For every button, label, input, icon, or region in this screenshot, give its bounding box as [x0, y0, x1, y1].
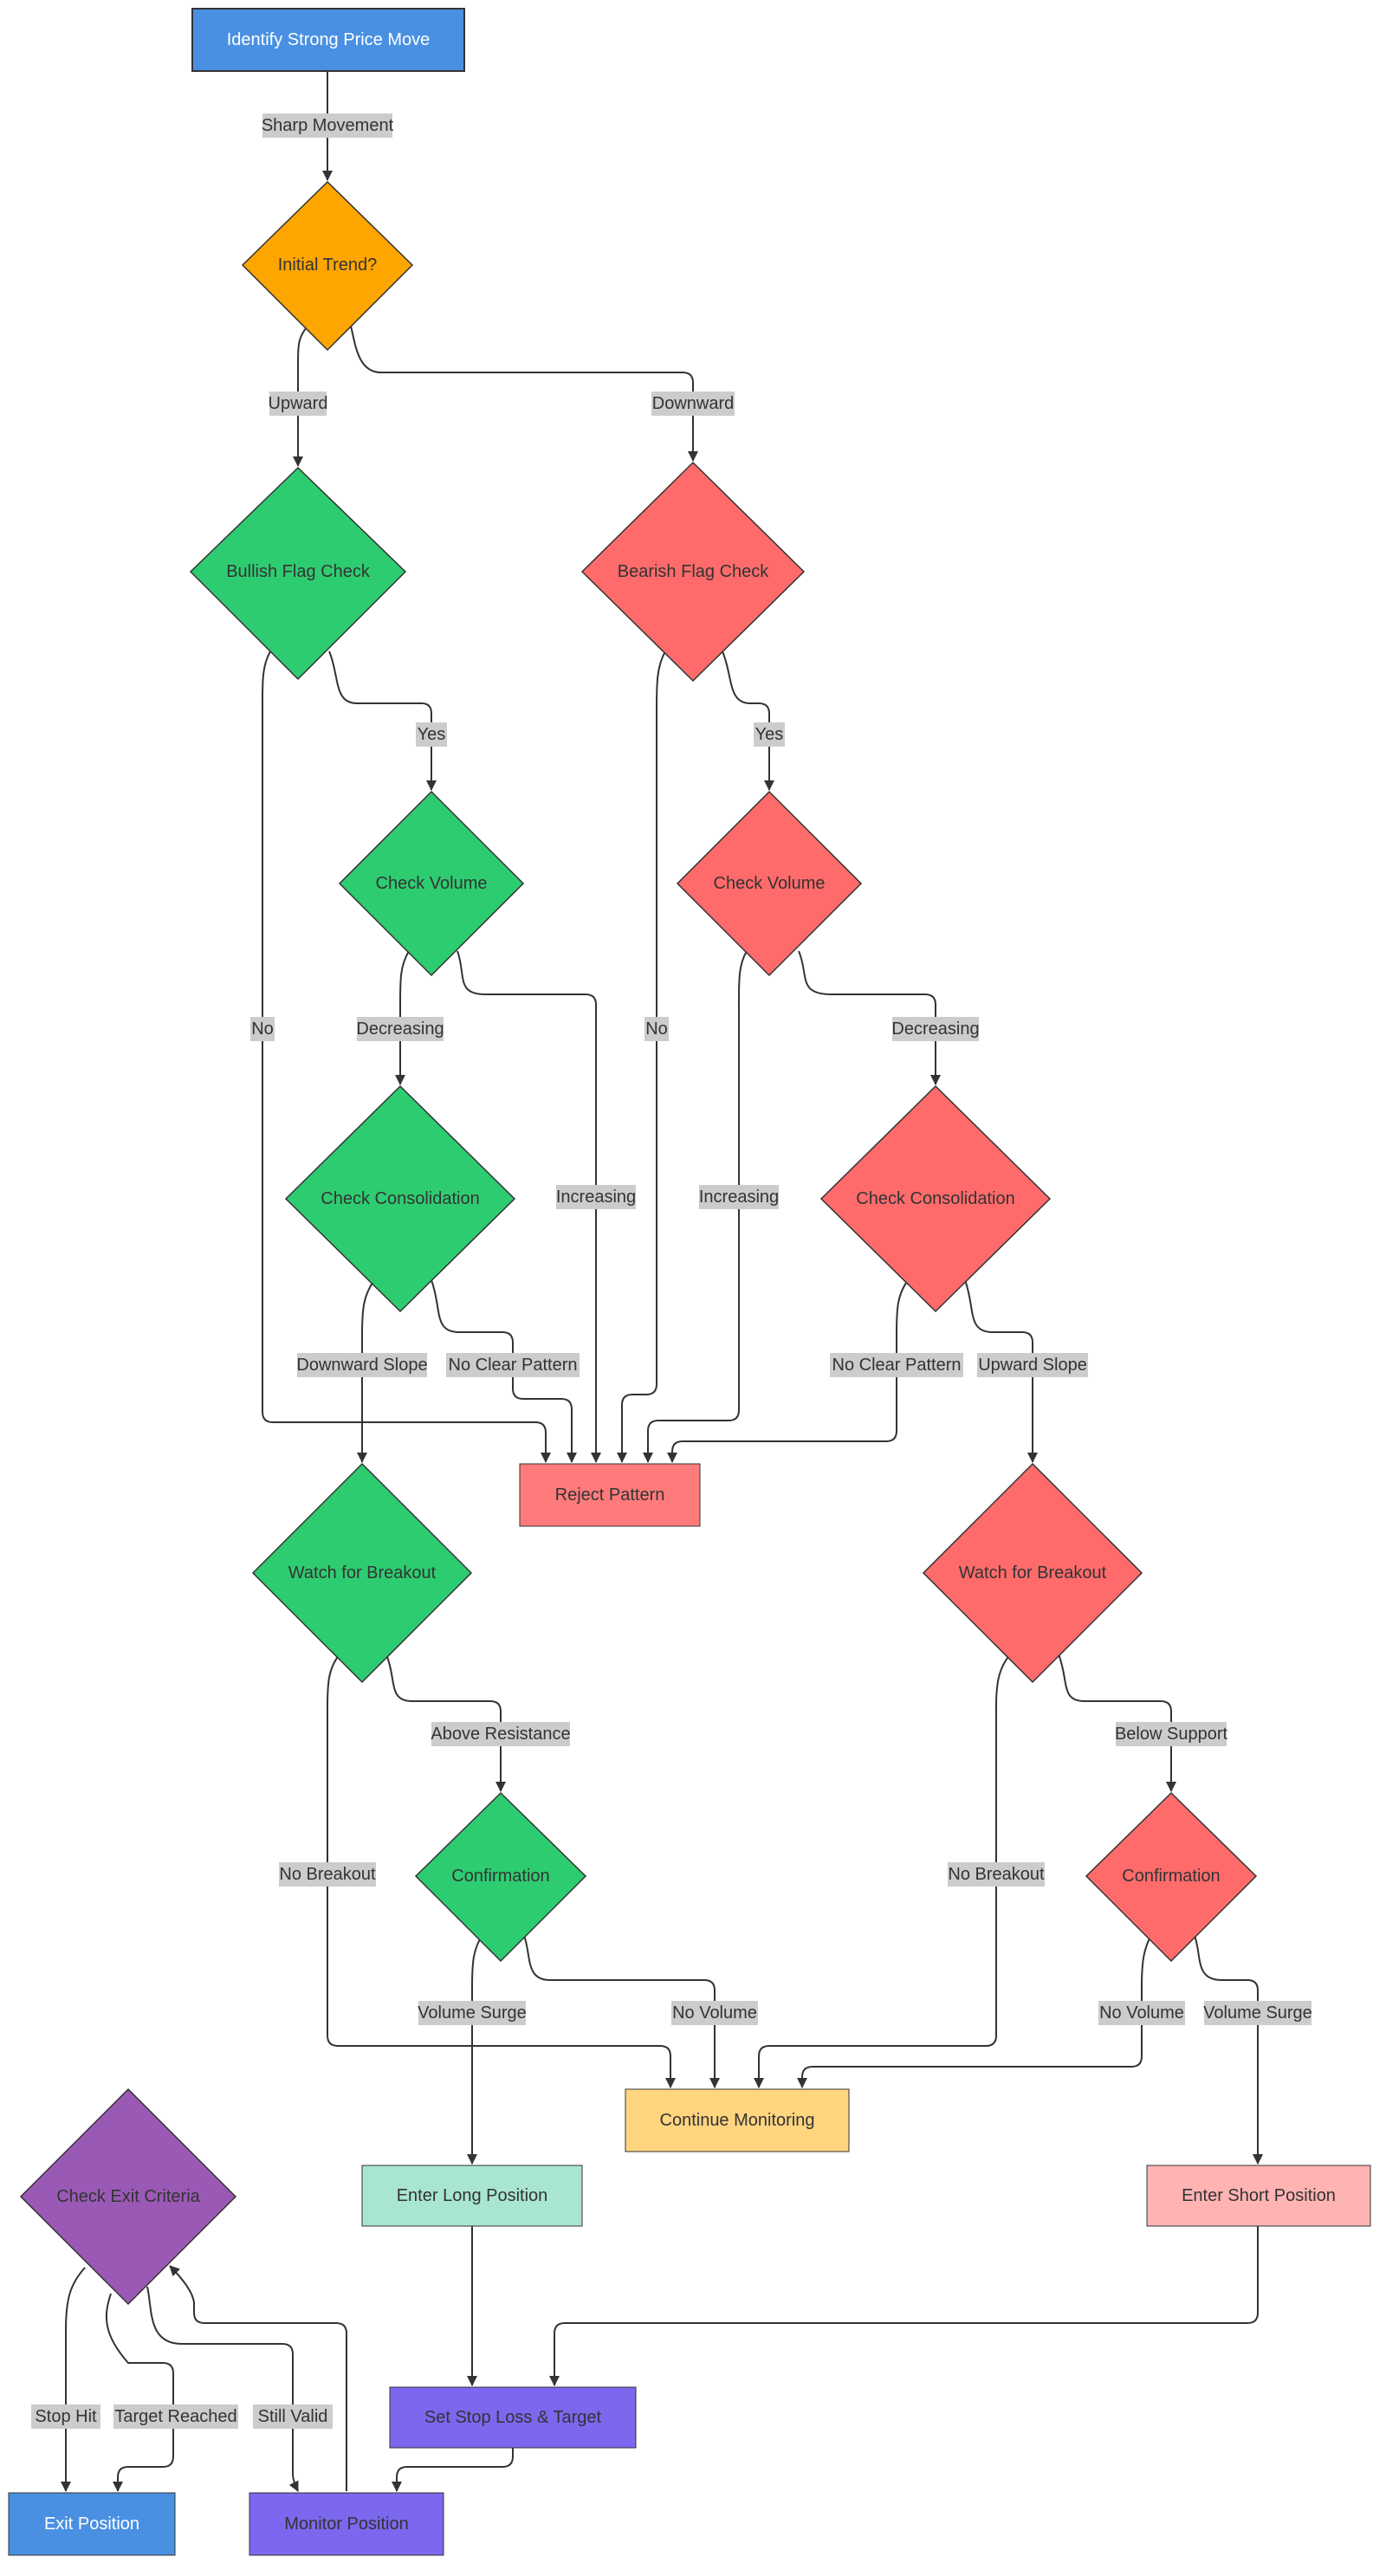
node-check-exit-criteria: Check Exit Criteria — [19, 2087, 237, 2306]
nodes: Identify Strong Price Move Initial Trend… — [8, 8, 1371, 2556]
edge-bull-breakout-to-monitoring — [327, 1654, 676, 2088]
svg-text:Initial Trend?: Initial Trend? — [278, 256, 378, 275]
svg-text:Exit Position: Exit Position — [44, 2515, 139, 2534]
edge-bear-volume-to-consolidation — [798, 950, 941, 1085]
edge-monitor-to-check-exit — [169, 2265, 347, 2491]
node-bear-watch-breakout: Watch for Breakout — [922, 1462, 1143, 1684]
edge-label-still-valid: Still Valid — [258, 2407, 328, 2426]
edge-bear-confirmation-to-monitoring — [797, 1932, 1153, 2088]
edge-bear-consolidation-to-breakout — [964, 1279, 1038, 1463]
edge-labels: Sharp Movement Upward Downward Yes Yes N… — [31, 113, 1312, 2429]
edge-label-bear-increasing: Increasing — [699, 1188, 779, 1207]
edge-label-bull-no-volume: No Volume — [672, 2003, 757, 2023]
edge-bull-consolidation-to-breakout — [357, 1279, 375, 1463]
node-enter-short: Enter Short Position — [1146, 2165, 1371, 2227]
edge-label-above-resistance: Above Resistance — [431, 1725, 570, 1744]
svg-text:Check Consolidation: Check Consolidation — [321, 1189, 479, 1208]
edges — [61, 71, 1263, 2492]
edge-bear-breakout-to-monitoring — [754, 1654, 1011, 2088]
edge-label-bull-decreasing: Decreasing — [356, 1019, 444, 1039]
node-enter-long: Enter Long Position — [361, 2165, 583, 2227]
edge-label-bull-increasing: Increasing — [556, 1188, 636, 1207]
edge-label-bear-upward-slope: Upward Slope — [978, 1356, 1087, 1375]
node-monitor-position: Monitor Position — [249, 2492, 444, 2556]
edge-label-sharp-movement: Sharp Movement — [262, 116, 394, 135]
node-bearish-flag-check: Bearish Flag Check — [580, 461, 806, 683]
svg-text:Enter Short Position: Enter Short Position — [1182, 2186, 1336, 2205]
edge-short-to-stop-loss — [549, 2226, 1259, 2386]
edge-label-bull-no-clear-pattern: No Clear Pattern — [449, 1356, 578, 1375]
svg-text:Monitor Position: Monitor Position — [284, 2515, 408, 2534]
svg-text:Reject Pattern: Reject Pattern — [555, 1485, 665, 1505]
svg-text:Check Exit Criteria: Check Exit Criteria — [56, 2187, 200, 2206]
edge-label-bull-downward-slope: Downward Slope — [296, 1356, 427, 1375]
edge-label-upward: Upward — [269, 394, 328, 413]
svg-text:Check Consolidation: Check Consolidation — [856, 1189, 1014, 1208]
edge-label-bull-no-breakout: No Breakout — [279, 1865, 376, 1884]
edge-label-bear-yes: Yes — [755, 725, 784, 744]
edge-label-bear-no-breakout: No Breakout — [948, 1865, 1045, 1884]
svg-text:Continue Monitoring: Continue Monitoring — [660, 2111, 815, 2130]
edge-bearish-to-volume — [722, 650, 774, 791]
svg-text:Identify Strong Price Move: Identify Strong Price Move — [227, 30, 431, 49]
edge-initial-trend-to-bearish — [349, 321, 698, 462]
edge-label-bear-no: No — [645, 1019, 668, 1039]
edge-stop-loss-to-monitor — [392, 2448, 514, 2492]
node-set-stop-loss: Set Stop Loss & Target — [389, 2386, 637, 2449]
edge-bearish-to-reject — [617, 650, 666, 1463]
edge-bullish-to-reject — [261, 650, 551, 1463]
svg-text:Check Volume: Check Volume — [376, 874, 488, 893]
node-reject-pattern: Reject Pattern — [519, 1463, 701, 1527]
node-continue-monitoring: Continue Monitoring — [625, 2088, 850, 2152]
svg-text:Set Stop Loss & Target: Set Stop Loss & Target — [424, 2408, 602, 2427]
edge-label-downward: Downward — [652, 394, 734, 413]
edge-label-bear-decreasing: Decreasing — [891, 1019, 979, 1039]
edge-label-below-support: Below Support — [1115, 1725, 1228, 1744]
node-bear-check-consolidation: Check Consolidation — [819, 1084, 1052, 1313]
edge-bear-consolidation-to-reject — [667, 1279, 909, 1463]
node-exit-position: Exit Position — [8, 2492, 176, 2556]
node-bull-check-volume: Check Volume — [338, 790, 525, 977]
node-bear-check-volume: Check Volume — [676, 790, 863, 977]
node-bull-watch-breakout: Watch for Breakout — [251, 1462, 473, 1684]
edge-bull-consolidation-to-reject — [431, 1279, 577, 1463]
node-bear-confirmation: Confirmation — [1085, 1791, 1258, 1963]
edge-bear-volume-to-reject — [643, 950, 748, 1463]
edge-initial-trend-to-bullish — [293, 327, 308, 467]
edge-bullish-to-volume — [328, 650, 437, 791]
edge-label-bull-no: No — [251, 1019, 274, 1039]
edge-label-stop-hit: Stop Hit — [35, 2407, 97, 2426]
edge-label-bear-no-clear-pattern: No Clear Pattern — [832, 1356, 962, 1375]
edge-bull-breakout-to-confirmation — [385, 1654, 506, 1792]
node-bullish-flag-check: Bullish Flag Check — [189, 466, 407, 681]
svg-text:Watch for Breakout: Watch for Breakout — [288, 1563, 437, 1582]
edge-bull-confirmation-to-long — [467, 1932, 484, 2165]
svg-text:Enter Long Position: Enter Long Position — [397, 2186, 548, 2205]
svg-text:Bullish Flag Check: Bullish Flag Check — [226, 562, 371, 581]
edge-bear-confirmation-to-short — [1193, 1932, 1263, 2165]
edge-check-exit-to-exit-target — [105, 2293, 174, 2492]
svg-text:Watch for Breakout: Watch for Breakout — [959, 1563, 1107, 1582]
node-start: Identify Strong Price Move — [191, 8, 465, 72]
edge-check-exit-to-monitor — [146, 2286, 299, 2492]
node-initial-trend: Initial Trend? — [241, 180, 414, 352]
svg-text:Check Volume: Check Volume — [714, 874, 826, 893]
edge-check-exit-to-exit-stop — [61, 2267, 86, 2492]
node-bull-confirmation: Confirmation — [414, 1791, 587, 1963]
svg-text:Confirmation: Confirmation — [1122, 1867, 1220, 1886]
edge-label-bull-yes: Yes — [418, 725, 446, 744]
edge-bear-breakout-to-confirmation — [1058, 1654, 1176, 1792]
node-bull-check-consolidation: Check Consolidation — [284, 1084, 516, 1313]
edge-label-bull-volume-surge: Volume Surge — [418, 2003, 527, 2023]
edge-label-target-reached: Target Reached — [114, 2407, 236, 2426]
svg-text:Bearish Flag Check: Bearish Flag Check — [618, 562, 770, 581]
edge-bull-confirmation-to-monitoring — [522, 1932, 720, 2088]
edge-bull-volume-to-reject — [457, 950, 601, 1463]
edge-bull-volume-to-consolidation — [395, 950, 410, 1085]
edge-label-bear-no-volume: No Volume — [1099, 2003, 1184, 2023]
svg-text:Confirmation: Confirmation — [451, 1867, 549, 1886]
edge-label-bear-volume-surge: Volume Surge — [1203, 2003, 1312, 2023]
